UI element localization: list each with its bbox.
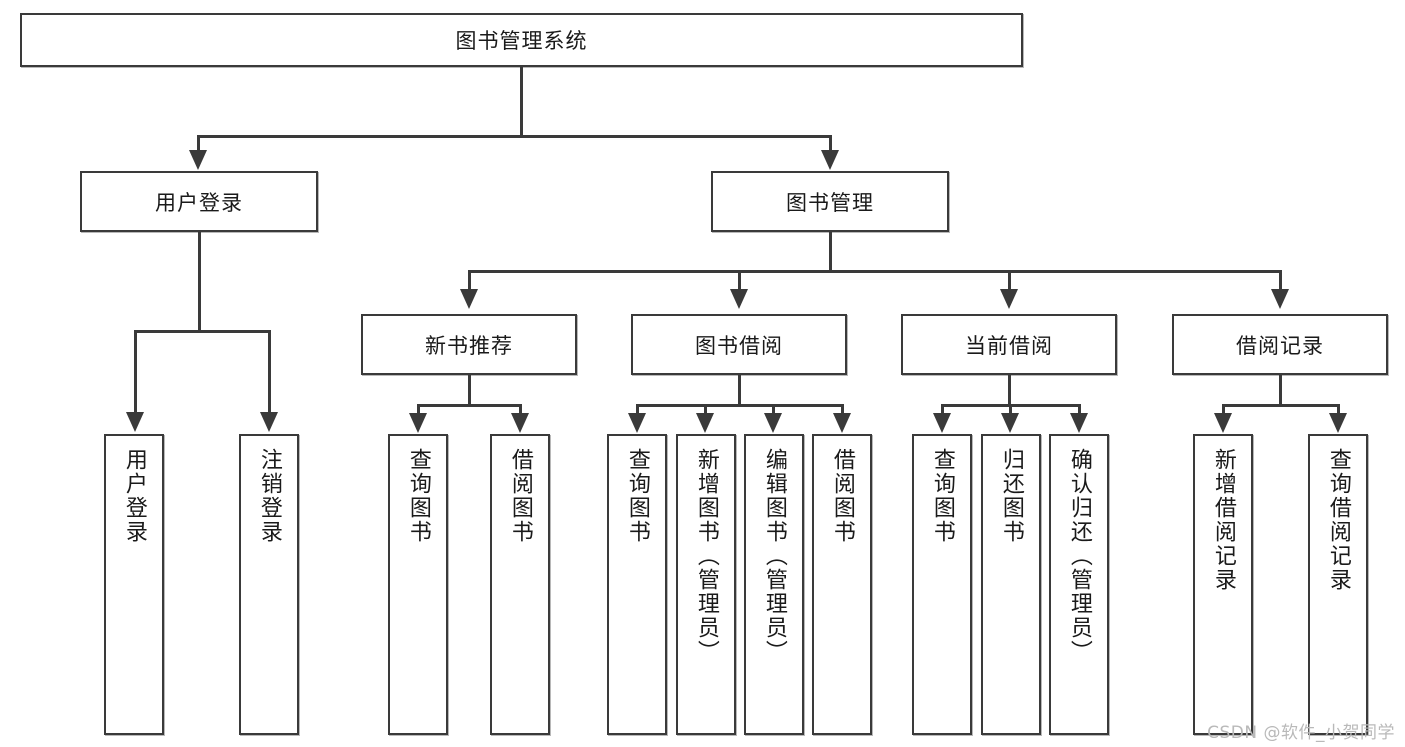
connector-bb-drop-4 xyxy=(841,404,844,416)
connector-root-drop-right xyxy=(829,135,832,153)
connector-book-management-bus xyxy=(468,270,1282,273)
leaf-label: 借阅图书 xyxy=(829,448,855,544)
arrow-to-leaf-return-book xyxy=(1001,413,1019,433)
arrow-to-leaf-query-book-bb xyxy=(628,413,646,433)
arrow-to-leaf-add-record xyxy=(1214,413,1232,433)
connector-book-management-stem xyxy=(829,232,832,272)
connector-cb-stem xyxy=(1008,375,1011,406)
node-label: 当前借阅 xyxy=(965,333,1053,358)
leaf-query-book-current[interactable]: 查询图书 xyxy=(912,434,972,735)
arrow-to-new-book-recommend xyxy=(460,289,478,309)
connector-user-login-drop-1 xyxy=(134,330,137,415)
connector-bm-drop-3 xyxy=(1008,270,1011,292)
connector-bb-stem xyxy=(738,375,741,406)
connector-br-stem xyxy=(1279,375,1282,406)
leaf-add-borrow-record[interactable]: 新增借阅记录 xyxy=(1193,434,1253,735)
connector-bm-drop-2 xyxy=(738,270,741,292)
node-current-borrow[interactable]: 当前借阅 xyxy=(901,314,1117,375)
connector-br-drop-2 xyxy=(1337,404,1340,416)
connector-bb-drop-3 xyxy=(772,404,775,416)
connector-bm-drop-1 xyxy=(468,270,471,292)
node-borrow-record[interactable]: 借阅记录 xyxy=(1172,314,1388,375)
leaf-borrow-book-new-recommend[interactable]: 借阅图书 xyxy=(490,434,550,735)
connector-br-bus xyxy=(1222,404,1340,407)
node-label: 图书借阅 xyxy=(695,333,783,358)
connector-root-drop-left xyxy=(197,135,200,153)
connector-user-login-bus xyxy=(134,330,271,333)
connector-br-drop-1 xyxy=(1222,404,1225,416)
leaf-label: 用户登录 xyxy=(121,448,147,544)
leaf-label: 编辑图书（管理员） xyxy=(761,448,787,664)
connector-bb-drop-2 xyxy=(704,404,707,416)
leaf-edit-book-admin[interactable]: 编辑图书（管理员） xyxy=(744,434,804,735)
node-book-management[interactable]: 图书管理 xyxy=(711,171,949,232)
arrow-to-user-login xyxy=(189,150,207,170)
leaf-label: 注销登录 xyxy=(256,448,282,544)
arrow-to-leaf-add-book xyxy=(696,413,714,433)
connector-nbr-drop-2 xyxy=(519,404,522,416)
connector-nbr-bus xyxy=(417,404,522,407)
connector-cb-drop-2 xyxy=(1009,404,1012,416)
leaf-label: 查询借阅记录 xyxy=(1325,448,1351,592)
arrow-to-leaf-logout xyxy=(260,412,278,432)
leaf-borrow-book[interactable]: 借阅图书 xyxy=(812,434,872,735)
node-user-login[interactable]: 用户登录 xyxy=(80,171,318,232)
connector-nbr-stem xyxy=(468,375,471,406)
leaf-return-book[interactable]: 归还图书 xyxy=(981,434,1041,735)
leaf-user-login[interactable]: 用户登录 xyxy=(104,434,164,735)
node-root-book-management-system[interactable]: 图书管理系统 xyxy=(20,13,1023,67)
connector-nbr-drop-1 xyxy=(417,404,420,416)
leaf-label: 新增借阅记录 xyxy=(1210,448,1236,592)
arrow-to-leaf-edit-book xyxy=(764,413,782,433)
connector-root-bus xyxy=(197,135,832,138)
arrow-to-book-management xyxy=(821,150,839,170)
leaf-label: 查询图书 xyxy=(929,448,955,544)
connector-user-login-drop-2 xyxy=(268,330,271,415)
node-label: 用户登录 xyxy=(155,190,243,215)
node-book-borrow[interactable]: 图书借阅 xyxy=(631,314,847,375)
node-label: 图书管理 xyxy=(786,190,874,215)
arrow-to-leaf-confirm-return xyxy=(1070,413,1088,433)
leaf-label: 新增图书（管理员） xyxy=(693,448,719,664)
connector-cb-drop-1 xyxy=(941,404,944,416)
connector-bb-bus xyxy=(636,404,844,407)
leaf-label: 查询图书 xyxy=(405,448,431,544)
arrow-to-current-borrow xyxy=(1000,289,1018,309)
connector-cb-drop-3 xyxy=(1078,404,1081,416)
arrow-to-book-borrow xyxy=(730,289,748,309)
leaf-label: 确认归还（管理员） xyxy=(1066,448,1092,664)
connector-bm-drop-4 xyxy=(1279,270,1282,292)
connector-root-stem xyxy=(520,67,523,137)
arrow-to-leaf-borrow-book-nbr xyxy=(511,413,529,433)
leaf-add-book-admin[interactable]: 新增图书（管理员） xyxy=(676,434,736,735)
node-label: 借阅记录 xyxy=(1236,333,1324,358)
node-new-book-recommend[interactable]: 新书推荐 xyxy=(361,314,577,375)
watermark: CSDN @软件_小贺同学 xyxy=(1207,723,1395,743)
leaf-label: 借阅图书 xyxy=(507,448,533,544)
connector-user-login-stem xyxy=(198,232,201,332)
leaf-label: 归还图书 xyxy=(998,448,1024,544)
leaf-logout[interactable]: 注销登录 xyxy=(239,434,299,735)
node-label: 图书管理系统 xyxy=(455,29,588,53)
connector-bb-drop-1 xyxy=(636,404,639,416)
leaf-label: 查询图书 xyxy=(624,448,650,544)
arrow-to-leaf-borrow-book-bb xyxy=(833,413,851,433)
leaf-query-book-borrow[interactable]: 查询图书 xyxy=(607,434,667,735)
leaf-query-borrow-record[interactable]: 查询借阅记录 xyxy=(1308,434,1368,735)
leaf-confirm-return-admin[interactable]: 确认归还（管理员） xyxy=(1049,434,1109,735)
arrow-to-leaf-query-record xyxy=(1329,413,1347,433)
arrow-to-leaf-user-login xyxy=(126,412,144,432)
arrow-to-leaf-query-book-nbr xyxy=(409,413,427,433)
node-label: 新书推荐 xyxy=(425,333,513,358)
leaf-query-book-new-recommend[interactable]: 查询图书 xyxy=(388,434,448,735)
arrow-to-leaf-query-book-cb xyxy=(933,413,951,433)
arrow-to-borrow-record xyxy=(1271,289,1289,309)
